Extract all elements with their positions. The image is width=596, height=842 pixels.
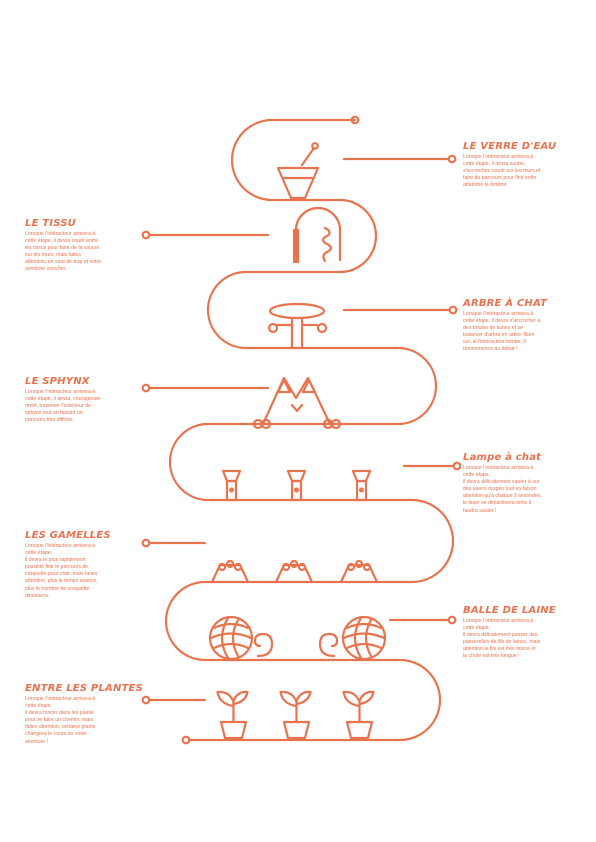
step-text: Lorsque l'intéracteur arrivera à cette é… xyxy=(25,696,96,745)
step-text: Lorsque l'intéracteur arrivera à cette é… xyxy=(25,543,98,599)
plant-icon-2 xyxy=(279,690,312,740)
step-text: Lorsque l'intéracteur arrivera à cette é… xyxy=(463,618,541,660)
lamp-icon-3 xyxy=(351,469,372,502)
yarn-spiral-1 xyxy=(253,632,274,658)
connector-plantes xyxy=(141,695,207,705)
step-title: LE SPHYNX xyxy=(25,376,90,387)
plant-icon-1 xyxy=(216,690,249,740)
connector-gamelles xyxy=(141,538,207,548)
step-title: Lampe à chat xyxy=(463,452,542,463)
step-text: Lorsque l'intéracteur arrivera à cette é… xyxy=(463,465,542,514)
step-sphynx: LE SPHYNX Lorsque l'intéracteur arrivera… xyxy=(25,376,137,424)
connector-tissu xyxy=(141,230,270,240)
bowl-icon-1 xyxy=(210,559,250,584)
fabric-icon xyxy=(292,206,342,264)
step-text: Lorsque l'intéracteur arrivera à cette é… xyxy=(463,311,541,353)
lamp-icon-2 xyxy=(286,469,307,502)
step-title: BALLE DE LAINE xyxy=(463,605,556,616)
step-balle-laine: BALLE DE LAINE Lorsque l'intéracteur arr… xyxy=(463,605,575,661)
sphynx-icon xyxy=(252,376,342,430)
plant-icon-3 xyxy=(342,690,375,740)
lamp-icon-1 xyxy=(221,469,242,502)
cat-tree-icon xyxy=(267,302,328,349)
connector-laine xyxy=(388,615,457,625)
step-title: LES GAMELLES xyxy=(25,530,111,541)
step-arbre-chat: ARBRE À CHAT Lorsque l'intéracteur arriv… xyxy=(463,298,575,354)
connector-sphynx xyxy=(141,383,270,393)
connector-verre xyxy=(342,154,457,164)
step-tissu: LE TISSU Lorsque l'intéracteur arrivera … xyxy=(25,218,137,274)
yarn-spiral-2 xyxy=(318,632,339,658)
step-lampe-chat: Lampe à chat Lorsque l'intéracteur arriv… xyxy=(463,452,575,515)
step-title: ENTRE LES PLANTES xyxy=(25,683,143,694)
yarn-ball-icon-2 xyxy=(341,615,387,661)
winding-path xyxy=(164,118,455,742)
step-gamelles: LES GAMELLES Lorsque l'intéracteur arriv… xyxy=(25,530,137,600)
step-entre-plantes: ENTRE LES PLANTES Lorsque l'intéracteur … xyxy=(25,683,143,746)
bowl-icon-3 xyxy=(339,559,379,584)
connector-lampe xyxy=(402,461,462,471)
path-end-dot xyxy=(181,735,191,745)
step-text: Lorsque l'intéracteur arrivera à cette é… xyxy=(25,231,102,273)
step-text: Lorsque l'intéracteur arrivera à cette é… xyxy=(25,389,102,424)
step-title: LE TISSU xyxy=(25,218,76,229)
water-glass-icon xyxy=(276,142,320,200)
step-verre-eau: LE VERRE D'EAU Lorsque l'intéracteur arr… xyxy=(463,141,575,189)
bowl-icon-2 xyxy=(274,559,314,584)
step-title: LE VERRE D'EAU xyxy=(463,141,557,152)
connector-arbre xyxy=(342,305,458,315)
path-start-dot xyxy=(350,115,360,125)
yarn-ball-icon-1 xyxy=(208,615,254,661)
step-text: Lorsque l'intéracteur arrivera à cette é… xyxy=(463,154,541,189)
step-title: ARBRE À CHAT xyxy=(463,298,548,309)
